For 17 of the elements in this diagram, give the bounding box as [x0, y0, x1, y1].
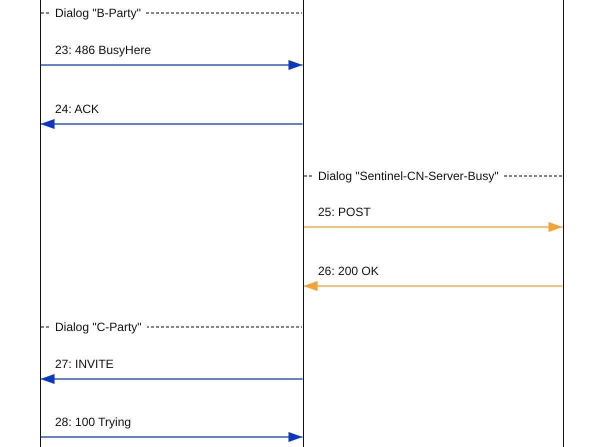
message-arrow [40, 119, 302, 129]
message-label: 23: 486 BusyHere [55, 43, 152, 57]
dialog-label: Dialog "C-Party" [50, 320, 147, 334]
message-arrow [304, 281, 562, 291]
message-arrow [304, 222, 562, 232]
message-arrow [40, 432, 302, 442]
message-arrow [40, 60, 302, 70]
message-label: 27: INVITE [55, 357, 114, 371]
message-label: 25: POST [318, 205, 371, 219]
dialog-label: Dialog "B-Party" [50, 6, 146, 20]
message-label: 26: 200 OK [318, 264, 379, 278]
dialog-label: Dialog "Sentinel-CN-Server-Busy" [313, 169, 504, 183]
lifeline [562, 0, 564, 447]
lifeline [302, 0, 304, 447]
message-arrow [40, 374, 302, 384]
message-label: 28: 100 Trying [55, 415, 132, 429]
message-label: 24: ACK [55, 102, 100, 116]
